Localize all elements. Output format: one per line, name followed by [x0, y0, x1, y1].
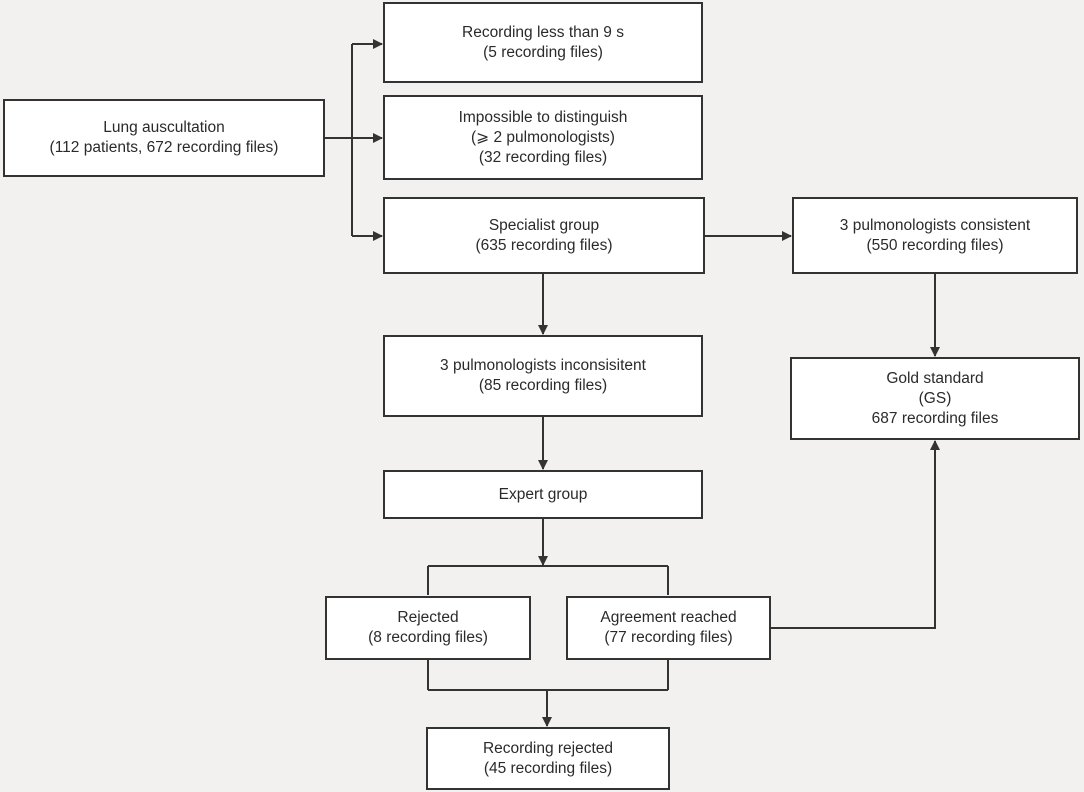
node-lung-auscultation: Lung auscultation (112 patients, 672 rec… [3, 99, 325, 177]
node-recording-less-than-9s: Recording less than 9 s (5 recording fil… [383, 2, 703, 83]
node-agreement-reached-line1: Agreement reached [600, 609, 737, 626]
node-agreement-reached: Agreement reached (77 recording files) [566, 596, 771, 660]
node-recording-rejected-line2: (45 recording files) [483, 759, 613, 777]
node-specialist-group-line2: (635 recording files) [475, 236, 613, 254]
node-gold-standard-line3: 687 recording files [871, 409, 999, 427]
node-lung-auscultation-line2: (112 patients, 672 recording files) [49, 139, 279, 156]
node-impossible-to-distinguish-line2: (⩾ 2 pulmonologists) [471, 128, 615, 146]
node-specialist-group: Specialist group (635 recording files) [383, 197, 705, 274]
node-gold-standard-line1: Gold standard [886, 369, 984, 387]
node-lung-auscultation-line1: Lung auscultation [103, 119, 225, 136]
node-specialist-group-line1: Specialist group [488, 216, 600, 234]
node-recording-rejected-line1: Recording rejected [482, 739, 614, 757]
node-recording-rejected: Recording rejected (45 recording files) [426, 727, 670, 790]
node-impossible-to-distinguish-line3: (32 recording files) [478, 148, 608, 166]
node-pulmonologists-inconsistent-line2: (85 recording files) [478, 377, 608, 394]
arrow-agreement-to-gold [770, 440, 940, 629]
node-agreement-reached-line2: (77 recording files) [604, 629, 733, 646]
node-recording-less-than-9s-line1: Recording less than 9 s [462, 23, 624, 41]
node-gold-standard: Gold standard (GS) 687 recording files [790, 357, 1080, 440]
node-rejected-line1: Rejected [397, 609, 459, 626]
node-recording-less-than-9s-line2: (5 recording files) [483, 43, 603, 61]
node-rejected-line2: (8 recording files) [368, 629, 488, 646]
node-pulmonologists-inconsistent-line1: 3 pulmonologists inconsisitent [440, 357, 646, 374]
node-expert-group: Expert group [383, 470, 703, 519]
node-expert-group-line1: Expert group [498, 485, 588, 503]
node-gold-standard-line2: (GS) [918, 389, 952, 407]
node-pulmonologists-consistent: 3 pulmonologists consistent (550 recordi… [792, 197, 1078, 274]
node-impossible-to-distinguish: Impossible to distinguish (⩾ 2 pulmonolo… [383, 95, 703, 180]
node-pulmonologists-consistent-line2: (550 recording files) [866, 236, 1004, 254]
node-rejected: Rejected (8 recording files) [325, 596, 531, 660]
node-impossible-to-distinguish-line1: Impossible to distinguish [458, 108, 628, 126]
node-pulmonologists-inconsistent: 3 pulmonologists inconsisitent (85 recor… [383, 335, 703, 417]
node-pulmonologists-consistent-line1: 3 pulmonologists consistent [839, 216, 1031, 234]
